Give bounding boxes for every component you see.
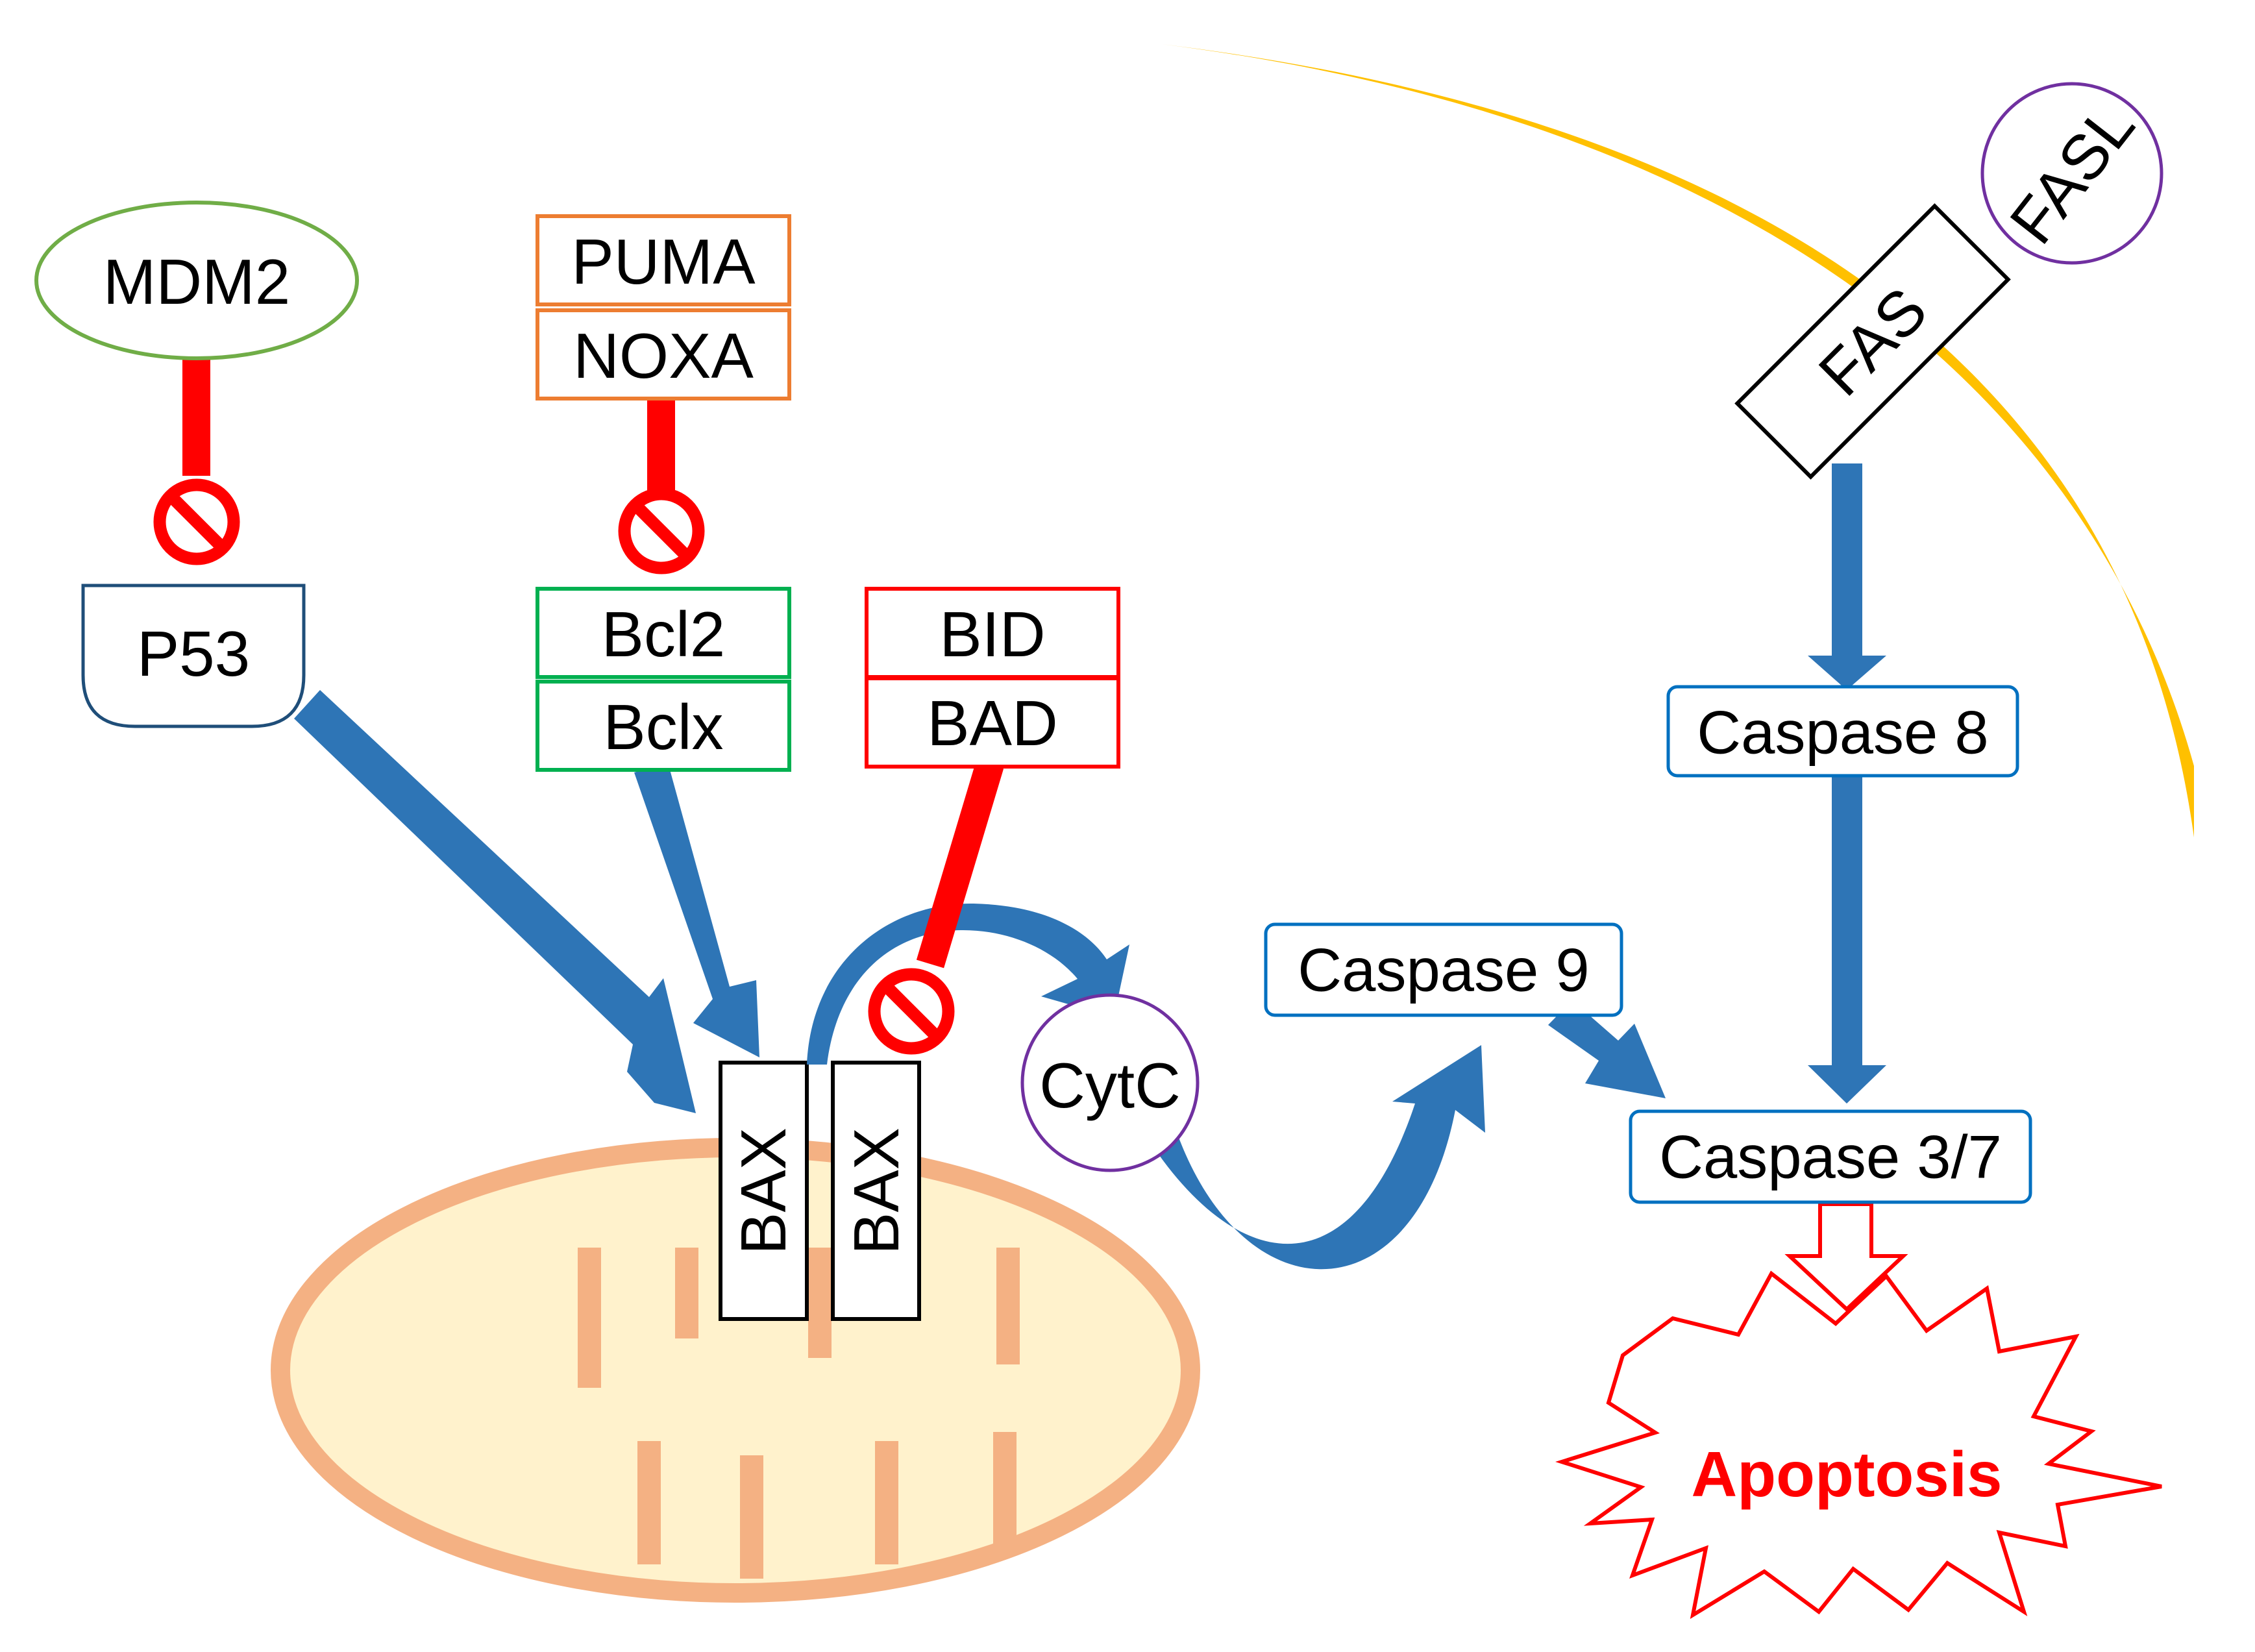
bid-bad-node: BID BAD: [865, 587, 1120, 769]
p53-label: P53: [137, 618, 250, 689]
mdm2-node: MDM2: [34, 201, 359, 360]
cytc-node: CytC: [1020, 993, 1200, 1172]
caspase9-to-caspase37-arrow: [1548, 1000, 1666, 1098]
mitochondrion: [271, 1138, 1200, 1603]
bax-box-2: BAX: [831, 1061, 921, 1321]
noxa-label: NOXA: [573, 320, 754, 391]
apoptosis-label: Apoptosis: [1691, 1438, 2002, 1510]
bcl2-label: Bcl2: [602, 598, 726, 670]
bad-inhibits-bax: [868, 760, 1004, 1055]
bid-label: BID: [939, 598, 1045, 670]
apoptosis-burst: Apoptosis: [1555, 1270, 2162, 1620]
inhibition-links: [153, 358, 1004, 1055]
bax-label-1: BAX: [728, 1128, 799, 1255]
puma-label: PUMA: [571, 226, 756, 297]
cytc-to-caspase9-arrow: [1146, 1045, 1485, 1270]
bax-label-2: BAX: [841, 1128, 912, 1255]
caspase37-to-apoptosis-arrow: [1784, 1202, 1908, 1313]
caspase9-label: Caspase 9: [1298, 936, 1589, 1004]
bcl2-bclx-node: Bcl2 Bclx: [536, 587, 791, 772]
caspase8-label: Caspase 8: [1697, 698, 1988, 767]
mdm2-label: MDM2: [103, 246, 291, 317]
activation-arrows: [294, 463, 1908, 1313]
caspase37-node: Caspase 3/7: [1629, 1109, 2032, 1204]
bclx-label: Bclx: [603, 691, 723, 763]
bclx-to-bax-arrow: [634, 763, 759, 1057]
bax-box-1: BAX: [719, 1061, 809, 1321]
cytc-label: CytC: [1039, 1050, 1181, 1121]
caspase37-label: Caspase 3/7: [1659, 1123, 2002, 1191]
puma-noxa-node: PUMA NOXA: [536, 214, 791, 401]
caspase9-node: Caspase 9: [1264, 922, 1623, 1017]
bax-to-cytc-arrow: [807, 903, 1129, 1065]
bad-label: BAD: [927, 687, 1058, 759]
caspase8-node: Caspase 8: [1666, 685, 2019, 778]
fas-to-caspase8-arrow: [1808, 463, 1886, 690]
fasl-node: FASL: [1980, 82, 2163, 265]
fas-node: FAS: [1734, 203, 2011, 480]
noxa-inhibits-bcl2: [618, 399, 705, 574]
p53-node: P53: [81, 584, 306, 728]
caspase8-to-caspase37-arrow: [1808, 776, 1886, 1103]
p53-to-bax-arrow: [294, 690, 696, 1113]
mdm2-inhibits-p53: [153, 358, 240, 565]
